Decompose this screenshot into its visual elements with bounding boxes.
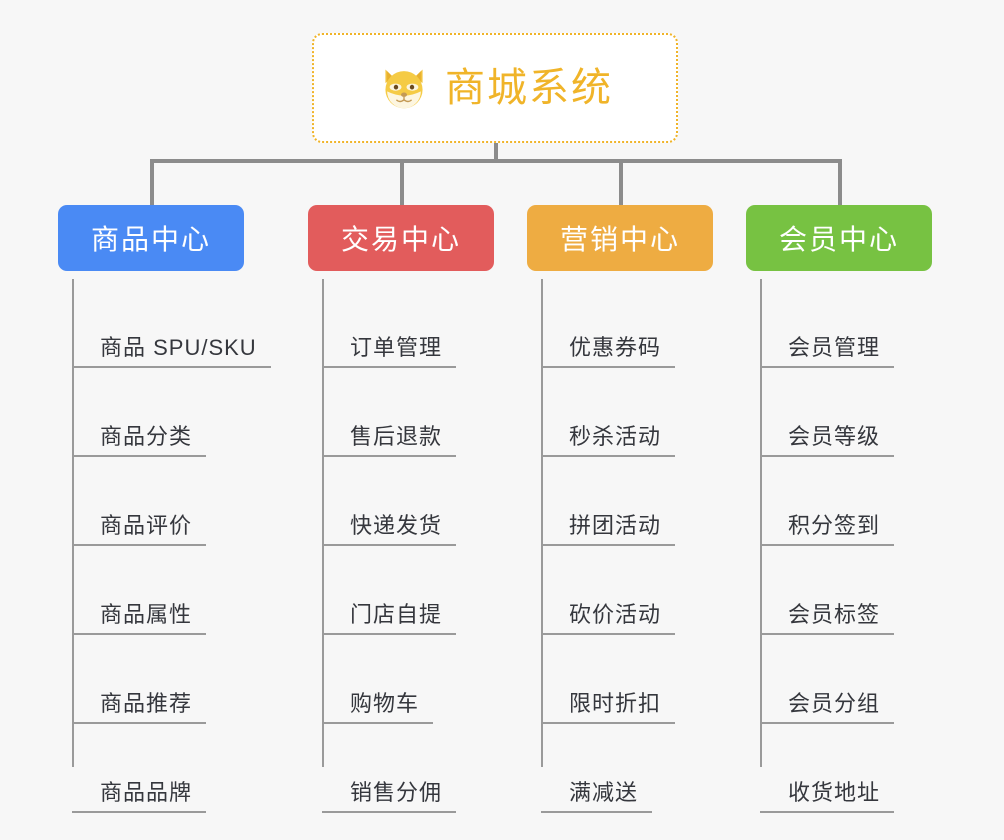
leaf-label: 会员分组 xyxy=(760,691,895,724)
leaf-label: 销售分佣 xyxy=(322,780,457,813)
root-title: 商城系统 xyxy=(445,66,613,110)
category-header-2[interactable]: 交易中心 xyxy=(308,205,494,271)
connector-drop-2 xyxy=(400,161,404,205)
leaf-label: 订单管理 xyxy=(322,335,457,368)
branch-trunk-3 xyxy=(541,279,543,767)
root-node[interactable]: 商城系统 xyxy=(312,33,678,143)
list-item[interactable]: 会员分组 xyxy=(760,635,966,724)
leaf-label: 收货地址 xyxy=(760,780,895,813)
list-item[interactable]: 会员标签 xyxy=(760,546,966,635)
list-item[interactable]: 门店自提 xyxy=(322,546,534,635)
leaf-list-3: 优惠券码 秒杀活动 拼团活动 砍价活动 限时折扣 满减送 xyxy=(527,279,747,813)
list-item[interactable]: 收货地址 xyxy=(760,724,966,813)
leaf-label: 会员管理 xyxy=(760,335,895,368)
connector-drop-1 xyxy=(150,161,154,205)
list-item[interactable]: 快递发货 xyxy=(322,457,534,546)
leaf-label: 拼团活动 xyxy=(541,513,676,546)
leaf-label: 砍价活动 xyxy=(541,602,676,635)
leaf-label: 会员等级 xyxy=(760,424,895,457)
leaf-label: 会员标签 xyxy=(760,602,895,635)
list-item[interactable]: 砍价活动 xyxy=(541,546,747,635)
leaf-label: 快递发货 xyxy=(322,513,457,546)
branch-trunk-2 xyxy=(322,279,324,767)
branch-column-1: 商品中心 商品 SPU/SKU 商品分类 商品评价 商品属性 商品推荐 商品品牌 xyxy=(58,205,284,813)
connector-drop-4 xyxy=(838,161,842,205)
list-item[interactable]: 秒杀活动 xyxy=(541,368,747,457)
leaf-label: 限时折扣 xyxy=(541,691,676,724)
connector-root-stem xyxy=(494,143,498,161)
list-item[interactable]: 商品 SPU/SKU xyxy=(72,279,284,368)
category-header-label-4: 会员中心 xyxy=(778,224,899,255)
list-item[interactable]: 积分签到 xyxy=(760,457,966,546)
leaf-list-4: 会员管理 会员等级 积分签到 会员标签 会员分组 收货地址 xyxy=(746,279,966,813)
leaf-label: 商品属性 xyxy=(72,602,207,635)
leaf-label: 满减送 xyxy=(541,780,653,813)
list-item[interactable]: 拼团活动 xyxy=(541,457,747,546)
leaf-label: 售后退款 xyxy=(322,424,457,457)
leaf-label: 商品推荐 xyxy=(72,691,207,724)
list-item[interactable]: 购物车 xyxy=(322,635,534,724)
leaf-label: 积分签到 xyxy=(760,513,895,546)
category-header-1[interactable]: 商品中心 xyxy=(58,205,244,271)
branch-trunk-1 xyxy=(72,279,74,767)
leaf-label: 购物车 xyxy=(322,691,434,724)
leaf-label: 商品品牌 xyxy=(72,780,207,813)
list-item[interactable]: 商品评价 xyxy=(72,457,284,546)
branch-column-4: 会员中心 会员管理 会员等级 积分签到 会员标签 会员分组 收货地址 xyxy=(746,205,966,813)
list-item[interactable]: 会员等级 xyxy=(760,368,966,457)
connector-drop-3 xyxy=(619,161,623,205)
connector-horizontal-bus xyxy=(150,159,842,163)
leaf-label: 门店自提 xyxy=(322,602,457,635)
list-item[interactable]: 销售分佣 xyxy=(322,724,534,813)
category-header-label-2: 交易中心 xyxy=(340,224,461,255)
list-item[interactable]: 商品属性 xyxy=(72,546,284,635)
leaf-label: 商品 SPU/SKU xyxy=(72,335,271,368)
branch-trunk-4 xyxy=(760,279,762,767)
branch-column-2: 交易中心 订单管理 售后退款 快递发货 门店自提 购物车 销售分佣 xyxy=(308,205,534,813)
category-header-3[interactable]: 营销中心 xyxy=(527,205,713,271)
list-item[interactable]: 会员管理 xyxy=(760,279,966,368)
leaf-label: 秒杀活动 xyxy=(541,424,676,457)
list-item[interactable]: 售后退款 xyxy=(322,368,534,457)
list-item[interactable]: 满减送 xyxy=(541,724,747,813)
shiba-dog-emoji xyxy=(385,69,423,112)
leaf-list-2: 订单管理 售后退款 快递发货 门店自提 购物车 销售分佣 xyxy=(308,279,534,813)
list-item[interactable]: 商品推荐 xyxy=(72,635,284,724)
category-header-label-3: 营销中心 xyxy=(559,224,680,255)
leaf-label: 优惠券码 xyxy=(541,335,676,368)
category-header-label-1: 商品中心 xyxy=(90,224,211,255)
list-item[interactable]: 限时折扣 xyxy=(541,635,747,724)
list-item[interactable]: 商品分类 xyxy=(72,368,284,457)
leaf-list-1: 商品 SPU/SKU 商品分类 商品评价 商品属性 商品推荐 商品品牌 xyxy=(58,279,284,813)
leaf-label: 商品评价 xyxy=(72,513,207,546)
branch-column-3: 营销中心 优惠券码 秒杀活动 拼团活动 砍价活动 限时折扣 满减送 xyxy=(527,205,747,813)
list-item[interactable]: 商品品牌 xyxy=(72,724,284,813)
leaf-label: 商品分类 xyxy=(72,424,207,457)
category-header-4[interactable]: 会员中心 xyxy=(746,205,932,271)
list-item[interactable]: 订单管理 xyxy=(322,279,534,368)
list-item[interactable]: 优惠券码 xyxy=(541,279,747,368)
